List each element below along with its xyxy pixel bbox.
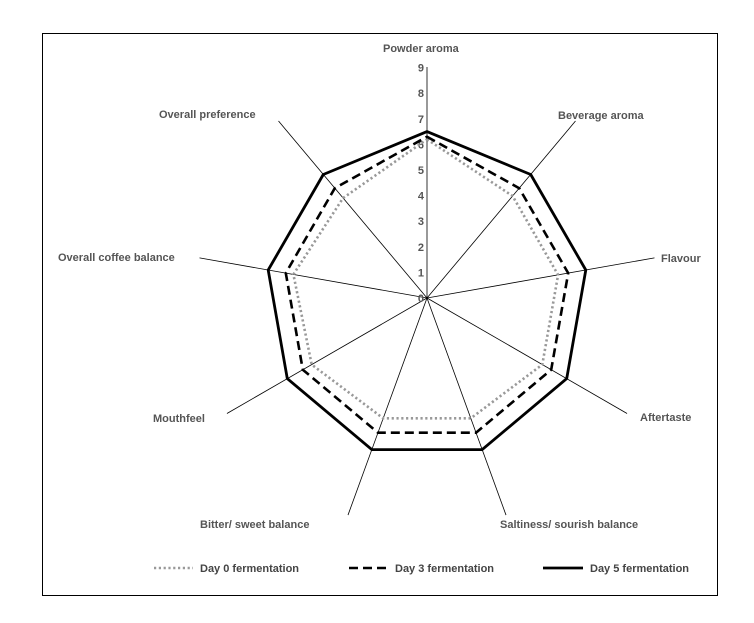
legend-label-day-3-fermentation: Day 3 fermentation — [395, 563, 494, 575]
series-day-5-fermentation — [266, 130, 588, 452]
axis-line-aftertaste — [426, 297, 628, 414]
tick-label-6: 6 — [418, 139, 424, 151]
axis-line-bitter-sweet-balance — [347, 297, 428, 516]
axis-label-overall-coffee-balance: Overall coffee balance — [58, 252, 175, 264]
tick-label-8: 8 — [418, 88, 424, 100]
series-day-3-fermentation — [284, 135, 570, 435]
tick-label-9: 9 — [418, 63, 424, 75]
axis-label-bitter-sweet-balance: Bitter/ sweet balance — [200, 519, 309, 531]
axis-line-beverage-aroma — [426, 120, 576, 299]
axis-label-aftertaste: Aftertaste — [640, 412, 691, 424]
axis-label-flavour: Flavour — [661, 253, 701, 265]
axis-label-saltiness-sourish-balance: Saltiness/ sourish balance — [500, 519, 638, 531]
series-day-0-fermentation — [292, 138, 560, 420]
tick-label-0: 0 — [418, 293, 424, 305]
axis-label-powder-aroma: Powder aroma — [383, 43, 460, 55]
legend-label-day-0-fermentation: Day 0 fermentation — [200, 563, 299, 575]
axis-line-saltiness-sourish-balance — [426, 297, 507, 516]
axis-line-overall-preference — [278, 120, 428, 299]
axis-label-beverage-aroma: Beverage aroma — [558, 110, 644, 122]
axis-line-overall-coffee-balance — [199, 257, 428, 299]
tick-label-7: 7 — [418, 114, 424, 126]
tick-label-5: 5 — [418, 165, 424, 177]
tick-label-2: 2 — [418, 242, 424, 254]
tick-label-1: 1 — [418, 267, 424, 279]
tick-label-3: 3 — [418, 216, 424, 228]
axis-label-mouthfeel: Mouthfeel — [153, 413, 205, 425]
tick-label-4: 4 — [418, 191, 425, 203]
axis-line-flavour — [426, 257, 655, 299]
legend-label-day-5-fermentation: Day 5 fermentation — [590, 563, 689, 575]
axis-label-overall-preference: Overall preference — [159, 109, 256, 121]
axis-line-mouthfeel — [226, 297, 428, 414]
